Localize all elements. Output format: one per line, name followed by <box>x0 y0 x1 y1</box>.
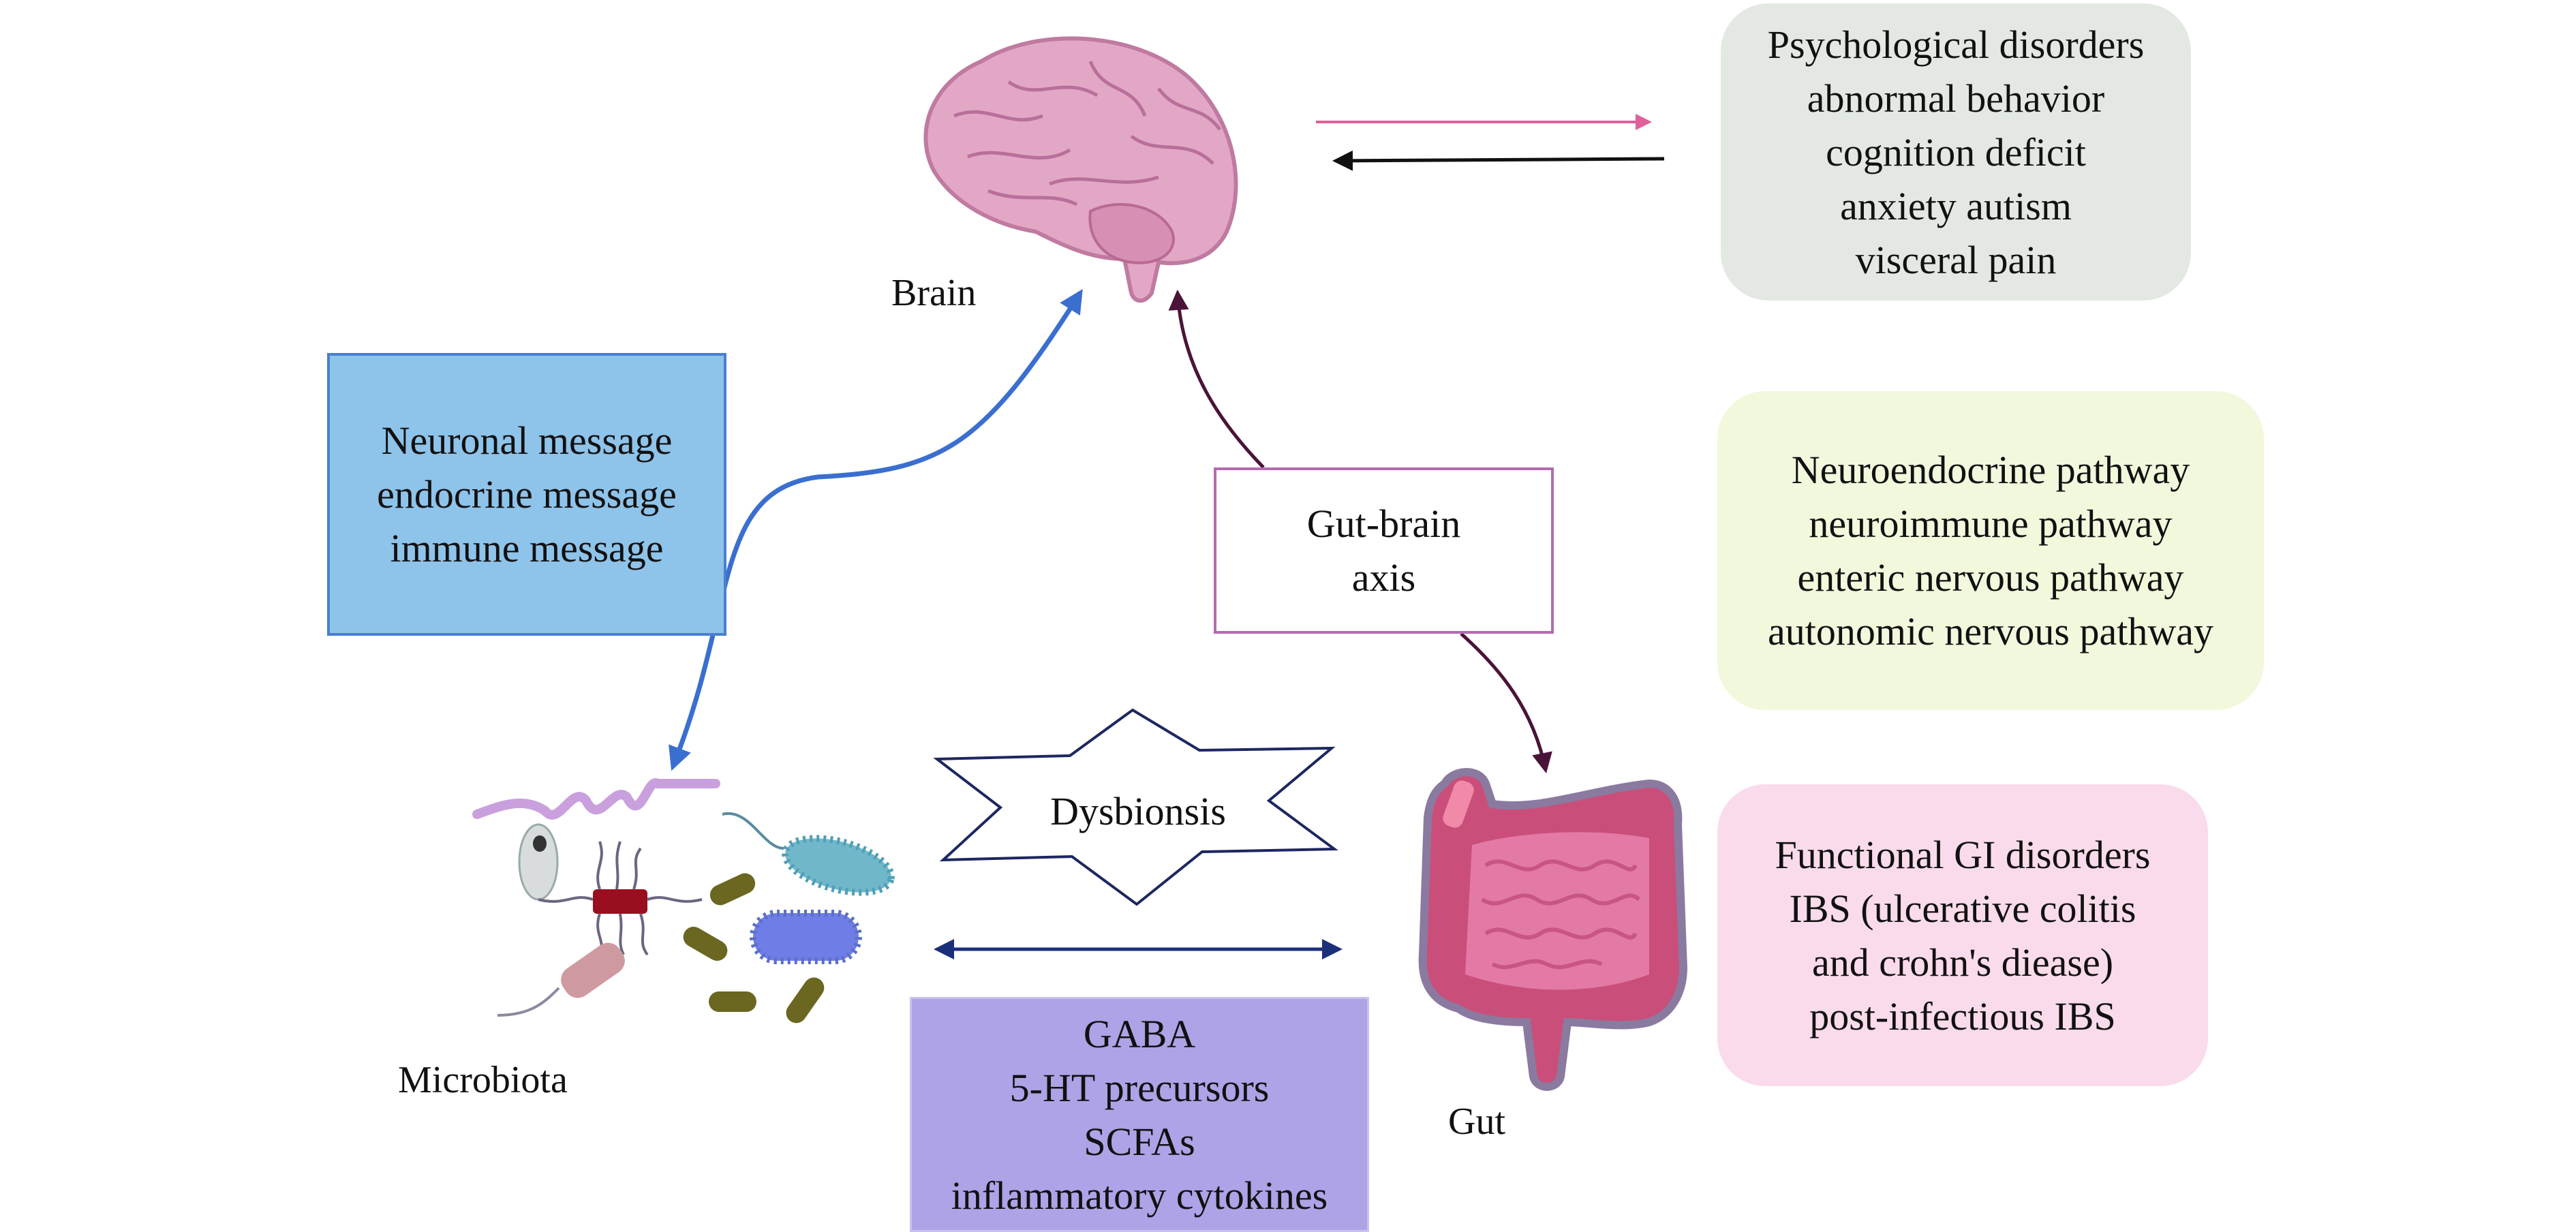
disorders-to-brain-arrow <box>1332 150 1665 171</box>
box-line: Gut-brain <box>1306 502 1461 546</box>
box-line: Functional GI disorders <box>1775 832 2151 877</box>
box-line: endocrine message <box>377 472 677 517</box>
microbiota-label: Microbiota <box>398 1059 568 1101</box>
olive-bacterium <box>683 927 728 961</box>
box-line: neuroimmune pathway <box>1809 502 2173 546</box>
box-line: visceral pain <box>1855 237 2057 282</box>
olive-bacterium <box>709 991 756 1012</box>
box-line: post-infectious IBS <box>1809 994 2116 1038</box>
box-line: SCFAs <box>1084 1119 1195 1164</box>
box-line: autonomic nervous pathway <box>1768 609 2213 653</box>
axis-to-brain-arrow <box>1168 290 1265 469</box>
box-line: abnormal behavior <box>1807 76 2105 121</box>
dysbiosis-star-shape <box>933 708 1338 906</box>
teal-bacterium <box>722 812 895 896</box>
olive-bacterium <box>709 873 756 906</box>
box-line: and crohn's diease) <box>1811 940 2114 985</box>
psychological-disorders-box: Psychological disorders abnormal behavio… <box>1721 3 2191 301</box>
red-bacterium <box>538 841 703 956</box>
gi-disorders-box: Functional GI disorders IBS (ulcerative … <box>1717 784 2208 1086</box>
box-line: Psychological disorders <box>1767 22 2145 67</box>
metabolites-box: GABA 5-HT precursors SCFAs inflammatory … <box>910 997 1369 1232</box>
olive-bacterium <box>786 977 825 1023</box>
brain-illustration <box>923 36 1238 303</box>
pathways-box: Neuroendocrine pathway neuroimmune pathw… <box>1717 391 2264 710</box>
dysbiosis-label: Dysbionsis <box>1050 788 1226 833</box>
box-line: cognition deficit <box>1826 129 2086 174</box>
messages-box: Neuronal message endocrine message immun… <box>327 353 726 636</box>
box-line: GABA <box>1083 1011 1196 1056</box>
gut-label: Gut <box>1448 1100 1505 1143</box>
box-line: anxiety autism <box>1840 183 2072 228</box>
box-line: Neuroendocrine pathway <box>1791 448 2190 492</box>
brain-label: Brain <box>891 272 977 314</box>
box-line: 5-HT precursors <box>1009 1065 1270 1110</box>
blue-bacterium <box>750 910 862 964</box>
box-line: Neuronal message <box>381 418 673 463</box>
dysbiosis-star: Dysbionsis <box>968 770 1308 852</box>
box-line: IBS (ulcerative colitis <box>1789 886 2136 931</box>
box-line: enteric nervous pathway <box>1797 555 2184 600</box>
axis-to-gut-arrow <box>1460 632 1552 773</box>
spirochete <box>472 778 720 820</box>
pink-bacterium <box>561 942 625 998</box>
box-line: immune message <box>390 526 664 570</box>
box-line: axis <box>1351 555 1416 600</box>
microbiota-brain-arrow <box>669 289 1083 771</box>
gut-illustration <box>1418 768 1688 1091</box>
gut-brain-axis-box: Gut-brain axis <box>1214 467 1554 634</box>
microbiota-illustration <box>472 778 895 1023</box>
box-line: inflammatory cytokines <box>951 1173 1328 1218</box>
